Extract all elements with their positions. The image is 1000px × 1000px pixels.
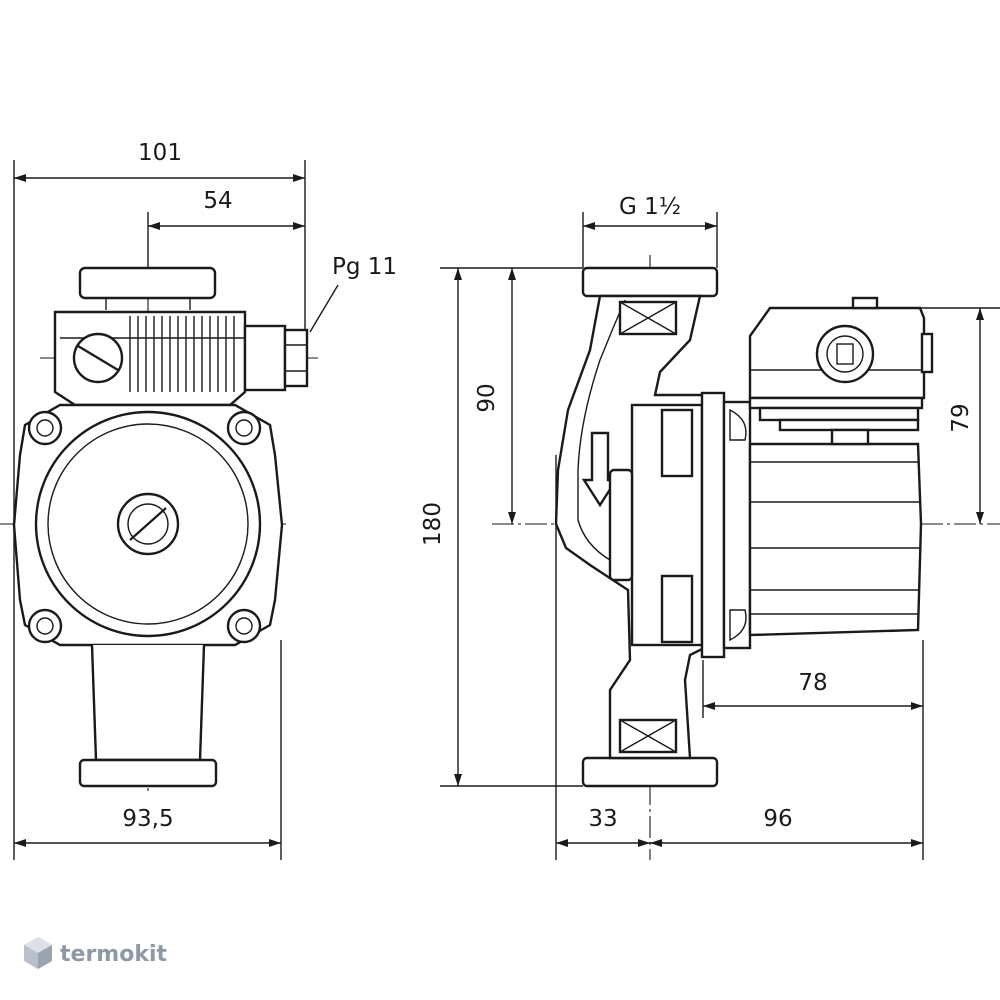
- termokit-logo-icon: [24, 937, 52, 969]
- dim-33-label: 33: [588, 806, 617, 832]
- dim-96-label: 96: [763, 806, 792, 832]
- side-view: G 1½ 180 90 79 78 33 96: [420, 194, 1000, 860]
- dim-180-label: 180: [420, 502, 446, 546]
- dim-93-5-label: 93,5: [122, 806, 173, 832]
- dim-101-label: 101: [138, 140, 182, 166]
- dim-54-label: 54: [203, 188, 232, 214]
- dim-79-label: 79: [948, 403, 974, 432]
- termokit-watermark: termokit: [24, 937, 167, 969]
- dim-pg11-label: Pg 11: [332, 254, 397, 280]
- dim-g-thread-label: G 1½: [619, 194, 681, 220]
- cable-gland: [243, 324, 287, 392]
- watermark-brand-text: termokit: [60, 942, 167, 967]
- front-view: 101 54 Pg 11 93,5: [0, 140, 397, 860]
- side-cable-gland: [815, 324, 875, 384]
- dim-90-label: 90: [474, 383, 500, 412]
- dim-78-label: 78: [798, 670, 827, 696]
- flow-direction-arrow-icon: [581, 431, 619, 508]
